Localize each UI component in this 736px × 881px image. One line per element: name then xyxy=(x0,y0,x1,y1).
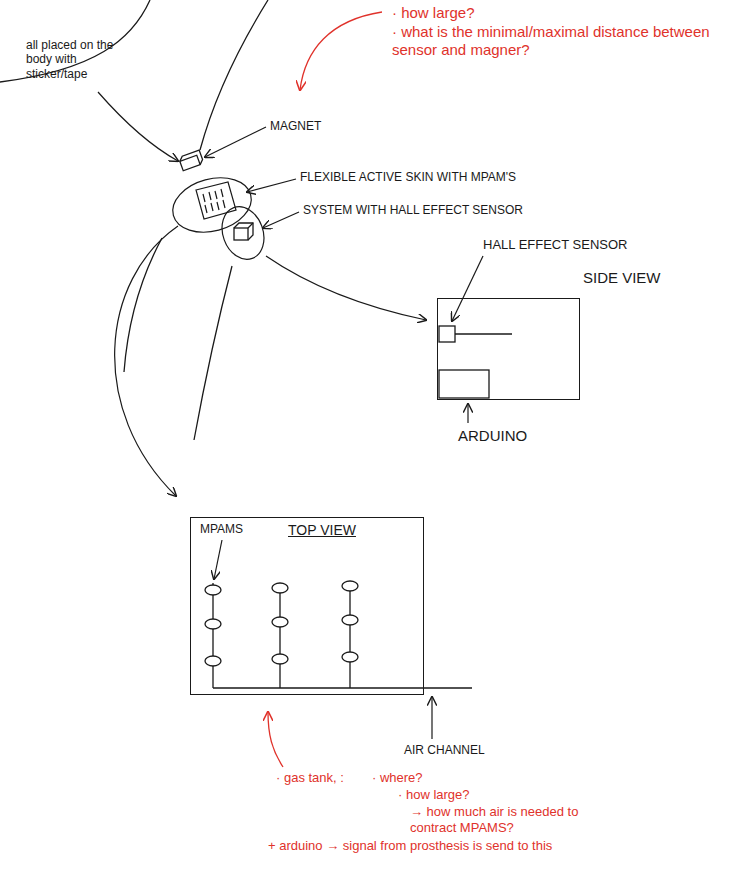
body-contour xyxy=(194,266,232,440)
skin-outline xyxy=(167,170,258,241)
body-contour xyxy=(124,238,162,372)
side-view-parts xyxy=(439,326,512,398)
sensor-cube xyxy=(234,223,253,240)
part-label: ARDUINO xyxy=(458,427,527,445)
part-label: AIR CHANNEL xyxy=(404,743,485,757)
view-box: TOP VIEW xyxy=(190,517,424,695)
note-arrow xyxy=(300,12,382,90)
body-outline xyxy=(0,0,268,440)
magnet-symbol xyxy=(178,150,203,171)
part-label: MAGNET xyxy=(270,119,321,133)
part-label: FLEXIBLE ACTIVE SKIN WITH MPAM'S xyxy=(300,170,516,184)
detail-arrow xyxy=(266,256,426,320)
question-note: + arduino → signal from prosthesis is se… xyxy=(268,838,568,854)
hall-sensor xyxy=(439,326,455,342)
part-label: SYSTEM WITH HALL EFFECT SENSOR xyxy=(303,203,523,217)
leader-line xyxy=(247,179,296,192)
question-note: · what is the minimal/maximal distance b… xyxy=(392,23,728,59)
body-contour xyxy=(200,0,268,150)
part-label: MPAMS xyxy=(200,522,243,536)
question-note: · gas tank, : xyxy=(276,770,344,786)
question-note: → how much air is needed to contract MPA… xyxy=(410,804,610,835)
detail-arrow xyxy=(115,226,178,496)
sensor-lead xyxy=(455,333,512,334)
view-title: TOP VIEW xyxy=(288,522,356,539)
leader-line xyxy=(467,404,468,423)
question-note: · where? xyxy=(372,770,423,786)
leader-line xyxy=(205,127,266,157)
note-arrow xyxy=(268,712,283,767)
part-label: HALL EFFECT SENSOR xyxy=(483,237,627,253)
red-arrows xyxy=(268,12,382,767)
leader-line xyxy=(263,212,299,228)
air-channel xyxy=(213,583,472,688)
question-note: · how large? xyxy=(398,787,470,803)
arduino-board xyxy=(439,370,489,398)
leader-line xyxy=(431,697,432,739)
view-box: SIDE VIEW xyxy=(437,298,580,400)
leader-line xyxy=(214,540,222,579)
leader-line xyxy=(98,92,178,161)
skin-patch xyxy=(196,182,236,219)
note-label: all placed on the body with sticker/tape xyxy=(26,38,134,81)
question-note: · how large? xyxy=(392,4,475,22)
leader-line xyxy=(452,256,483,321)
leader-lines xyxy=(98,92,483,739)
view-title: SIDE VIEW xyxy=(583,269,661,287)
system-outline xyxy=(215,201,271,265)
mpam-array xyxy=(205,581,472,688)
body-contour xyxy=(0,0,150,82)
